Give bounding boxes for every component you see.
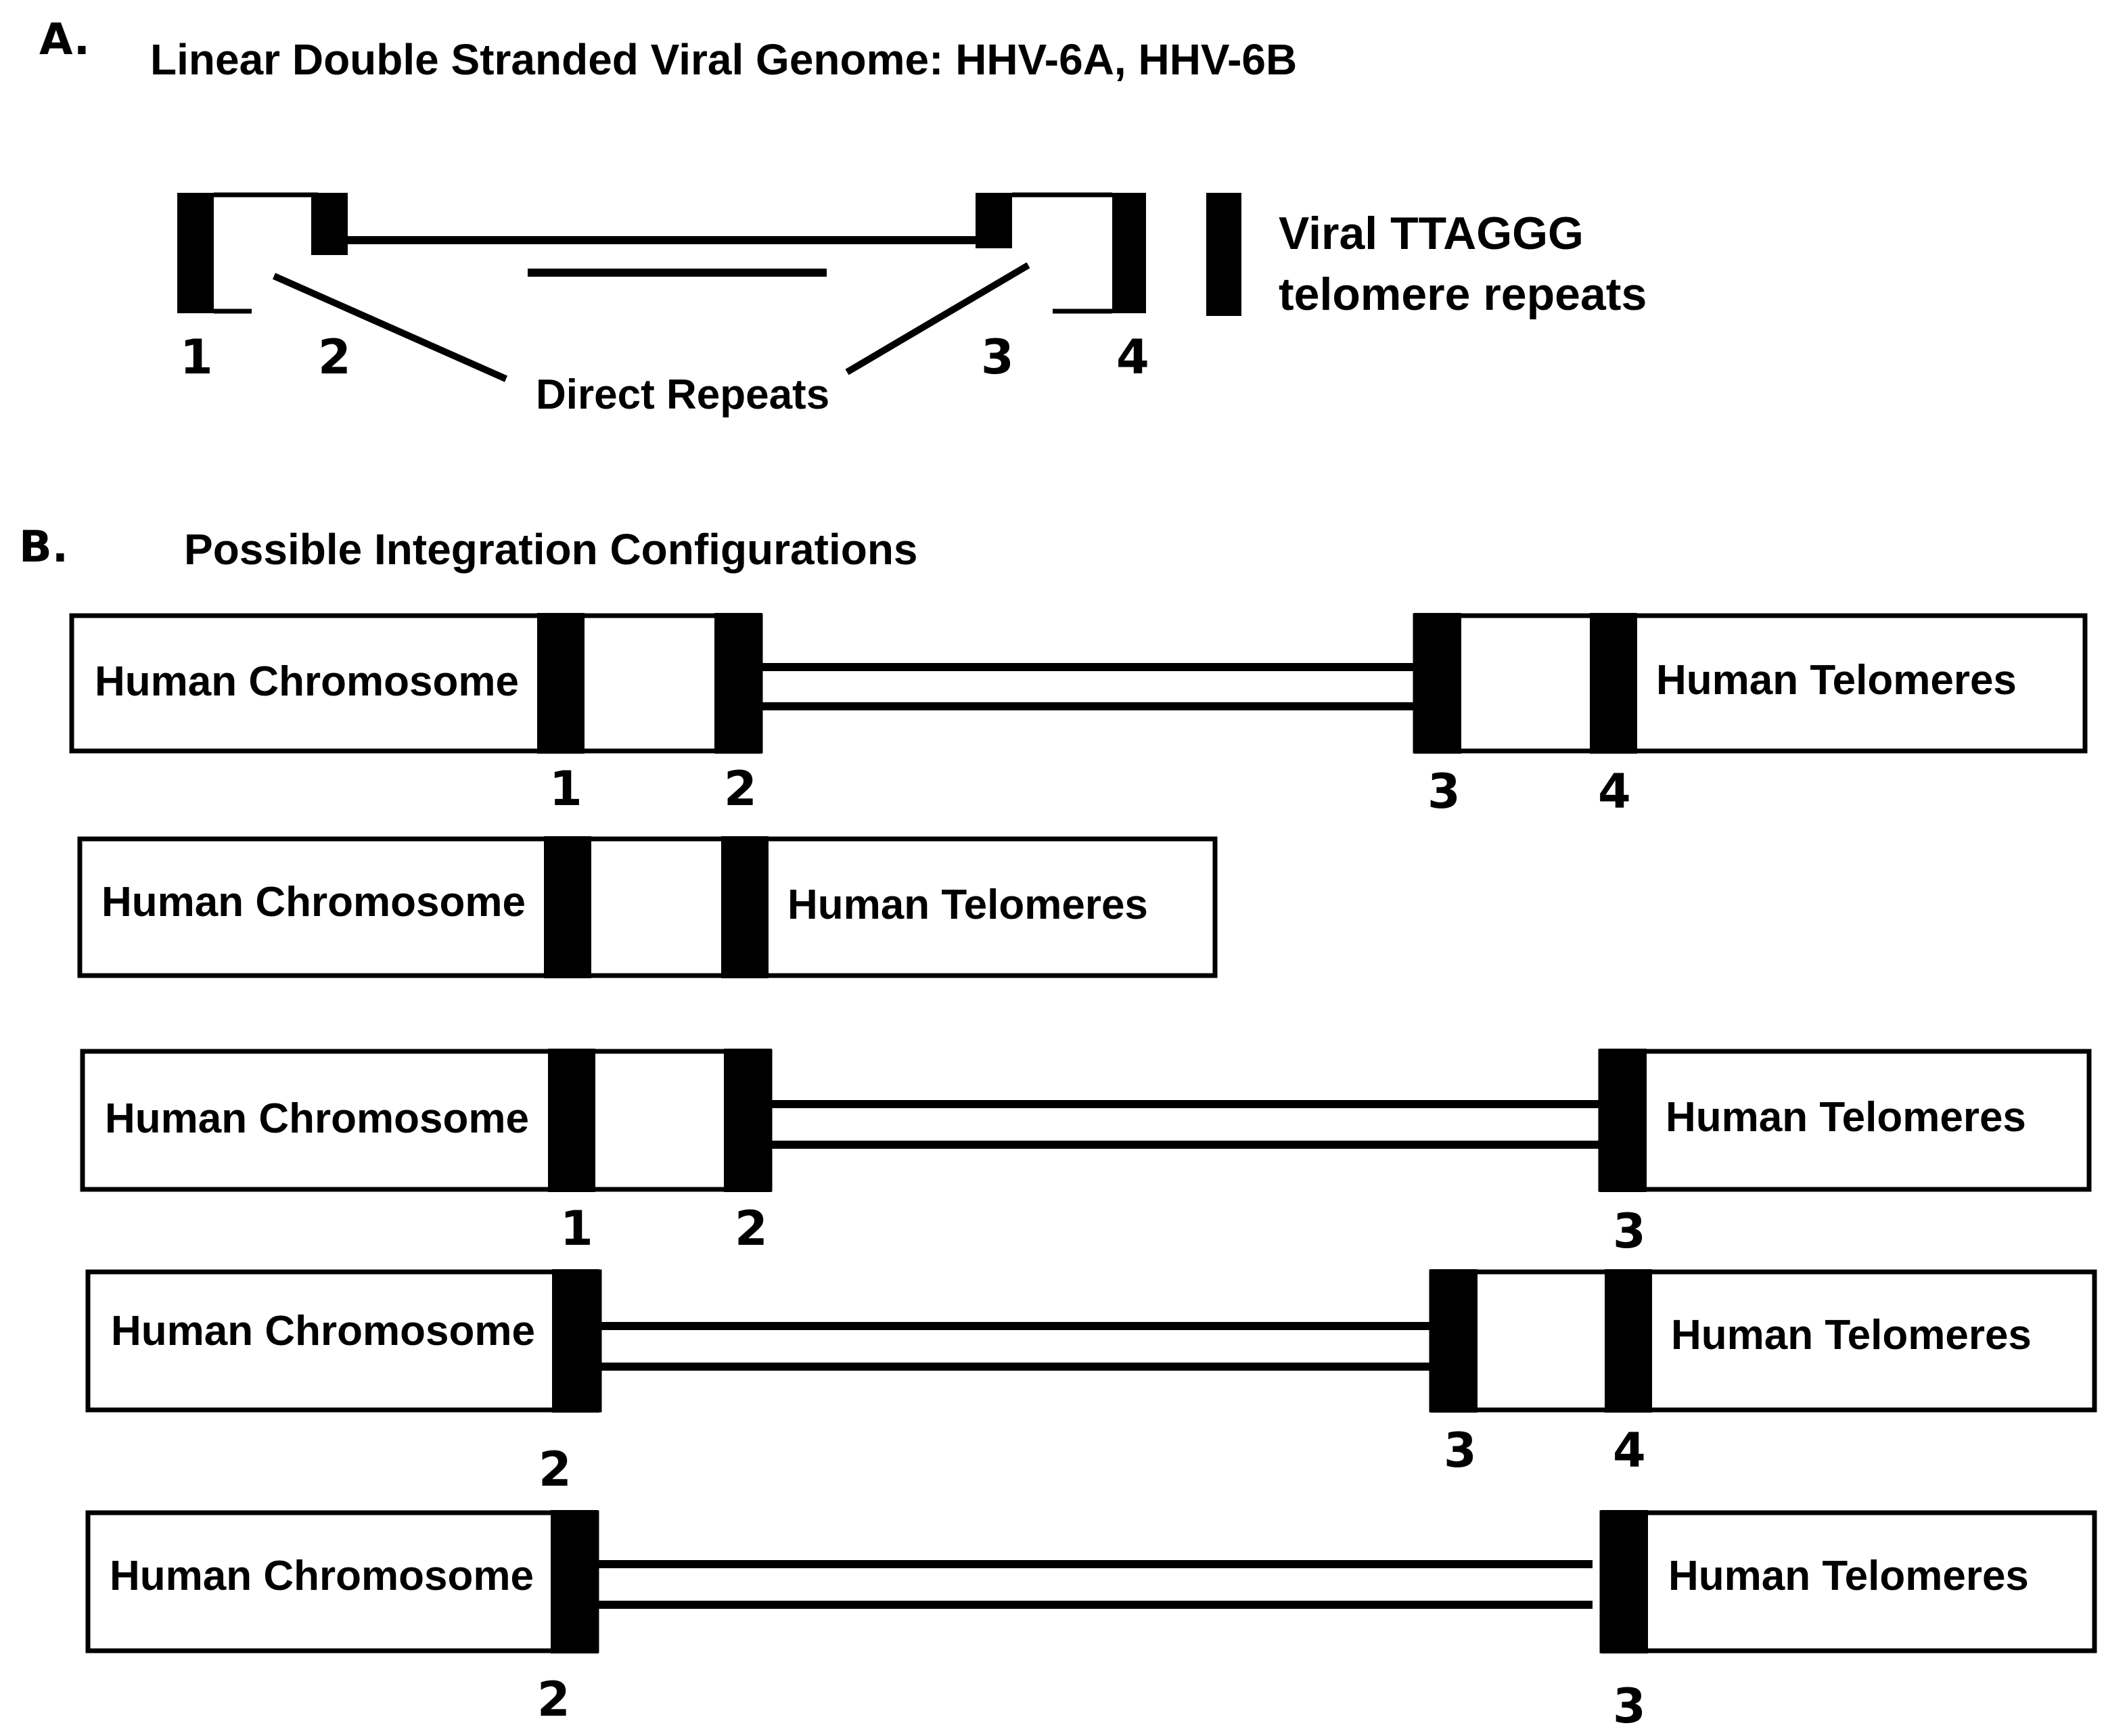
config-label: 4 — [1613, 1423, 1646, 1478]
integration-config-1: Human Chromosome Human Telomeres 1 2 3 4 — [69, 613, 2088, 819]
panel-b-letter: B. — [19, 522, 68, 572]
genome-label-4: 4 — [1116, 329, 1149, 385]
chromosome-label: Human Chromosome — [110, 1553, 534, 1599]
repeat-block-1 — [177, 193, 214, 313]
config-label: 2 — [735, 1201, 768, 1256]
panel-a-letter: A. — [39, 15, 90, 65]
config-label: 1 — [549, 761, 582, 817]
chromosome-box — [85, 1269, 602, 1413]
repeat-block-3 — [1414, 613, 1461, 754]
repeat-block-3 — [1430, 1269, 1478, 1413]
config-label: 1 — [560, 1201, 593, 1256]
chromosome-label: Human Chromosome — [105, 1095, 529, 1142]
direct-repeats-label: Direct Repeats — [536, 371, 829, 418]
repeat-block-4 — [1112, 193, 1146, 313]
config-label: 4 — [1598, 764, 1631, 819]
panel-b-title: Possible Integration Configurations — [184, 525, 918, 574]
chromosome-label: Human Chromosome — [111, 1308, 535, 1354]
genome-label-3: 3 — [981, 329, 1014, 385]
legend: Viral TTAGGG telomere repeats — [1206, 193, 1647, 320]
config-label: 3 — [1613, 1204, 1646, 1259]
genome-label-1: 1 — [180, 329, 213, 385]
direct-repeat-pointer-left — [272, 273, 508, 382]
telomere-label: Human Telomeres — [787, 882, 1148, 928]
config-label: 3 — [1613, 1678, 1646, 1734]
config-label: 3 — [1427, 764, 1461, 819]
legend-line-2: telomere repeats — [1279, 269, 1647, 320]
integration-config-3: Human Chromosome Human Telomeres 1 2 3 — [80, 1049, 2092, 1259]
integration-config-5: Human Chromosome Human Telomeres 2 3 — [85, 1510, 2097, 1734]
repeat-block-1 — [544, 836, 591, 978]
integration-config-4: Human Chromosome Human Telomeres 2 3 4 — [85, 1269, 2097, 1497]
panel-a-title: Linear Double Stranded Viral Genome: HHV… — [150, 35, 1297, 84]
repeat-block-4 — [1590, 613, 1637, 754]
repeat-block-1 — [548, 1049, 595, 1192]
telomere-box — [1599, 1510, 2097, 1653]
legend-line-1: Viral TTAGGG — [1279, 208, 1584, 259]
telomere-box — [1413, 613, 2088, 754]
repeat-block-2 — [724, 1049, 771, 1192]
genome-label-2: 2 — [318, 329, 351, 385]
repeat-block-2 — [714, 613, 762, 754]
telomere-label: Human Telomeres — [1656, 657, 2017, 704]
repeat-block-2 — [721, 836, 769, 978]
repeat-block-3 — [1601, 1510, 1648, 1653]
config-label: 2 — [724, 761, 757, 817]
chromosome-label: Human Chromosome — [95, 658, 519, 705]
config-label: 3 — [1444, 1423, 1477, 1478]
chromosome-box — [80, 1049, 773, 1192]
direct-repeat-pointer-right — [845, 262, 1030, 375]
legend-swatch — [1206, 193, 1241, 316]
combined-box — [77, 836, 1218, 978]
viral-genome-diagram: 1 2 3 4 Direct Repeats — [177, 192, 1149, 418]
config-label: 2 — [537, 1672, 570, 1727]
integration-config-2: Human Chromosome Human Telomeres — [77, 836, 1218, 978]
repeat-block-2 — [552, 1269, 599, 1413]
telomere-box — [1598, 1049, 2092, 1192]
repeat-block-2 — [551, 1510, 598, 1653]
chromosome-box — [69, 613, 763, 754]
telomere-label: Human Telomeres — [1668, 1553, 2029, 1599]
repeat-block-1 — [537, 613, 585, 754]
telomere-label: Human Telomeres — [1671, 1312, 2032, 1358]
repeat-block-3 — [976, 193, 1012, 248]
config-label: 2 — [539, 1442, 572, 1497]
repeat-block-2 — [311, 193, 348, 255]
telomere-label: Human Telomeres — [1666, 1094, 2026, 1141]
chromosome-label: Human Chromosome — [101, 879, 526, 926]
telomere-box — [1429, 1269, 2097, 1413]
repeat-block-4 — [1605, 1269, 1652, 1413]
repeat-block-3 — [1599, 1049, 1647, 1192]
